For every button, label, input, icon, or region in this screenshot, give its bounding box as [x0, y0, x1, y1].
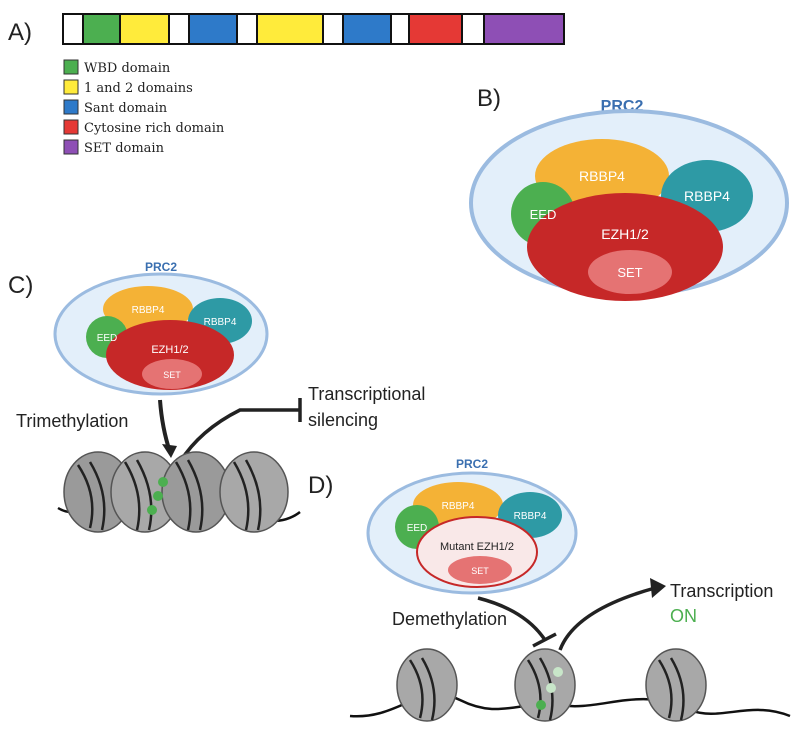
legend-label-1and2: 1 and 2 domains — [84, 81, 193, 96]
panel-d-set-label: SET — [471, 566, 489, 576]
panel-b-rbbp4-top-label: RBBP4 — [579, 168, 625, 184]
panel-d-process-label: Demethylation — [392, 609, 507, 629]
panel-b-rbbp4-side-label: RBBP4 — [684, 188, 730, 204]
panel-c-ezh-label: EZH1/2 — [151, 344, 188, 356]
panel-b-complex: RBBP4 RBBP4 EED EZH1/2 SET — [469, 109, 789, 301]
panel-d-methyl-mark-1 — [553, 667, 563, 677]
panel-c-nucleosome-4 — [219, 451, 289, 533]
panel-d-outcome-line1: Transcription — [670, 581, 773, 601]
legend-swatch-1and2 — [63, 79, 79, 95]
panel-d-complex: RBBP4 RBBP4 EED Mutant EZH1/2 SET — [366, 471, 578, 595]
legend-swatch-wbd — [63, 59, 79, 75]
legend-swatch-cytosine — [63, 119, 79, 135]
panel-a-label: A) — [8, 19, 32, 46]
panel-d-nucleosome-1 — [396, 648, 458, 722]
panel-c-outcome-line1: Transcriptional — [308, 384, 425, 404]
panel-c-set-label: SET — [163, 370, 181, 380]
legend-label-wbd: WBD domain — [84, 61, 171, 76]
panel-c-chromatin — [57, 451, 301, 533]
panel-d-nucleosome-3 — [645, 648, 707, 722]
legend-label-cytosine: Cytosine rich domain — [84, 121, 225, 136]
panel-c-eed-label: EED — [97, 333, 118, 344]
panel-d-demethylation-arrow — [477, 596, 547, 641]
panel-d-nucleosome-2 — [514, 648, 576, 722]
panel-b-ezh-label: EZH1/2 — [601, 226, 649, 242]
panel-c-complex: RBBP4 RBBP4 EED EZH1/2 SET — [53, 272, 269, 396]
panel-d-chromatin — [349, 648, 791, 722]
panel-c-dna-wraps — [76, 459, 262, 531]
panel-c-process-label: Trimethylation — [16, 411, 128, 431]
legend-label-sant: Sant domain — [84, 101, 168, 116]
panel-c-methyl-mark-1 — [158, 477, 168, 487]
panel-c-trimethylation-arrowhead — [162, 444, 177, 458]
panel-b-eed-label: EED — [530, 207, 557, 222]
panel-c-methyl-mark-3 — [147, 505, 157, 515]
panel-b-set — [588, 250, 672, 294]
panel-d-eed-label: EED — [407, 523, 428, 534]
panel-d-prc2-title: PRC2 — [456, 457, 488, 471]
domain-bar — [62, 13, 565, 45]
panel-d-demethylation-bar — [532, 632, 557, 648]
panel-d-rbbp4-top-label: RBBP4 — [442, 501, 475, 512]
legend-swatch-sant — [63, 99, 79, 115]
panel-c-set — [142, 359, 202, 389]
panel-d-transcription-arrowhead — [650, 578, 666, 598]
legend: WBD domain 1 and 2 domains Sant domain C… — [63, 59, 225, 156]
panel-d-transcription-arrow — [558, 586, 656, 651]
panel-c-outcome-line2: silencing — [308, 410, 378, 430]
legend-label-set: SET domain — [84, 141, 165, 156]
panel-d-outcome-line2: ON — [670, 606, 697, 626]
panel-c-ezh — [106, 320, 234, 390]
panel-b-label: B) — [477, 85, 501, 112]
panel-d-set — [448, 556, 512, 584]
panel-d-methyl-mark-3 — [536, 700, 546, 710]
panel-d-rbbp4-side-label: RBBP4 — [514, 511, 547, 522]
panel-d-label: D) — [308, 472, 333, 499]
panel-c-trimethylation-arrow — [158, 399, 172, 453]
panel-c-rbbp4-top-label: RBBP4 — [132, 305, 165, 316]
panel-b-ezh — [527, 193, 723, 301]
panel-d-ezh-label: Mutant EZH1/2 — [440, 541, 514, 553]
panel-d-methyl-mark-2 — [546, 683, 556, 693]
panel-c-label: C) — [8, 272, 33, 299]
legend-swatch-set — [63, 139, 79, 155]
panel-c-methyl-mark-2 — [153, 491, 163, 501]
panel-c-prc2-title: PRC2 — [145, 260, 177, 274]
panel-b-set-label: SET — [617, 265, 642, 280]
panel-c-rbbp4-side-label: RBBP4 — [204, 317, 237, 328]
